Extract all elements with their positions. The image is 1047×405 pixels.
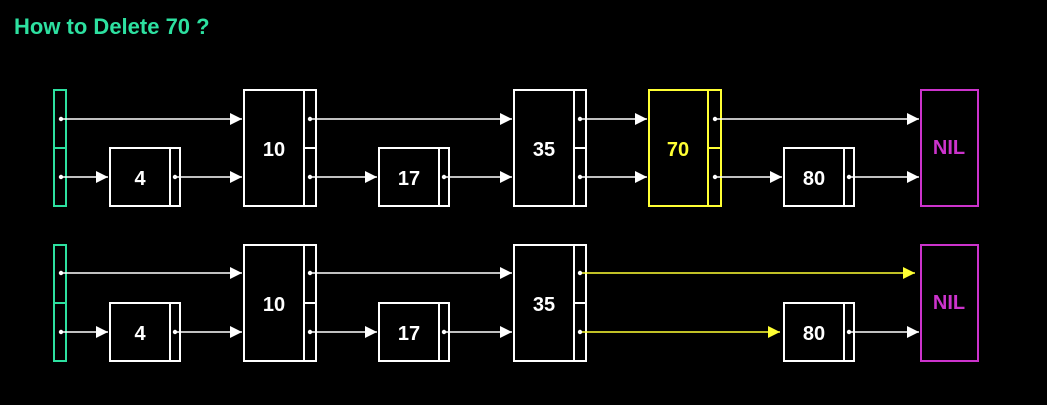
node-70-label: 70 (667, 139, 689, 161)
node-10-label: 10 (263, 294, 285, 316)
page-title: How to Delete 70 ? (14, 14, 210, 39)
pointer-dots (58, 116, 852, 180)
node-80-label: 80 (803, 168, 825, 190)
header-node (53, 89, 67, 207)
node-35: 35 (513, 89, 587, 207)
nil-node: NIL (920, 89, 979, 207)
pointer-dots (58, 270, 852, 335)
node-70-highlighted: 70 (648, 89, 722, 207)
node-17: 17 (378, 302, 450, 362)
node-80: 80 (783, 147, 855, 207)
skip-list-after: 4 10 17 35 80 NIL (53, 244, 979, 362)
node-80-label: 80 (803, 323, 825, 345)
node-10: 10 (243, 244, 317, 362)
node-10: 10 (243, 89, 317, 207)
node-17-label: 17 (398, 323, 420, 345)
node-4-label: 4 (134, 168, 146, 190)
node-17-label: 17 (398, 168, 420, 190)
node-4: 4 (109, 302, 181, 362)
node-17: 17 (378, 147, 450, 207)
updated-pointers (580, 267, 915, 338)
node-80: 80 (783, 302, 855, 362)
node-4-label: 4 (134, 323, 146, 345)
nil-label: NIL (933, 137, 965, 159)
skip-list-before: 4 10 17 35 70 (53, 89, 979, 207)
node-4: 4 (109, 147, 181, 207)
node-10-label: 10 (263, 139, 285, 161)
header-node (53, 244, 67, 362)
nil-node: NIL (920, 244, 979, 362)
node-35-label: 35 (533, 139, 555, 161)
node-35-label: 35 (533, 294, 555, 316)
node-35: 35 (513, 244, 587, 362)
nil-label: NIL (933, 292, 965, 314)
